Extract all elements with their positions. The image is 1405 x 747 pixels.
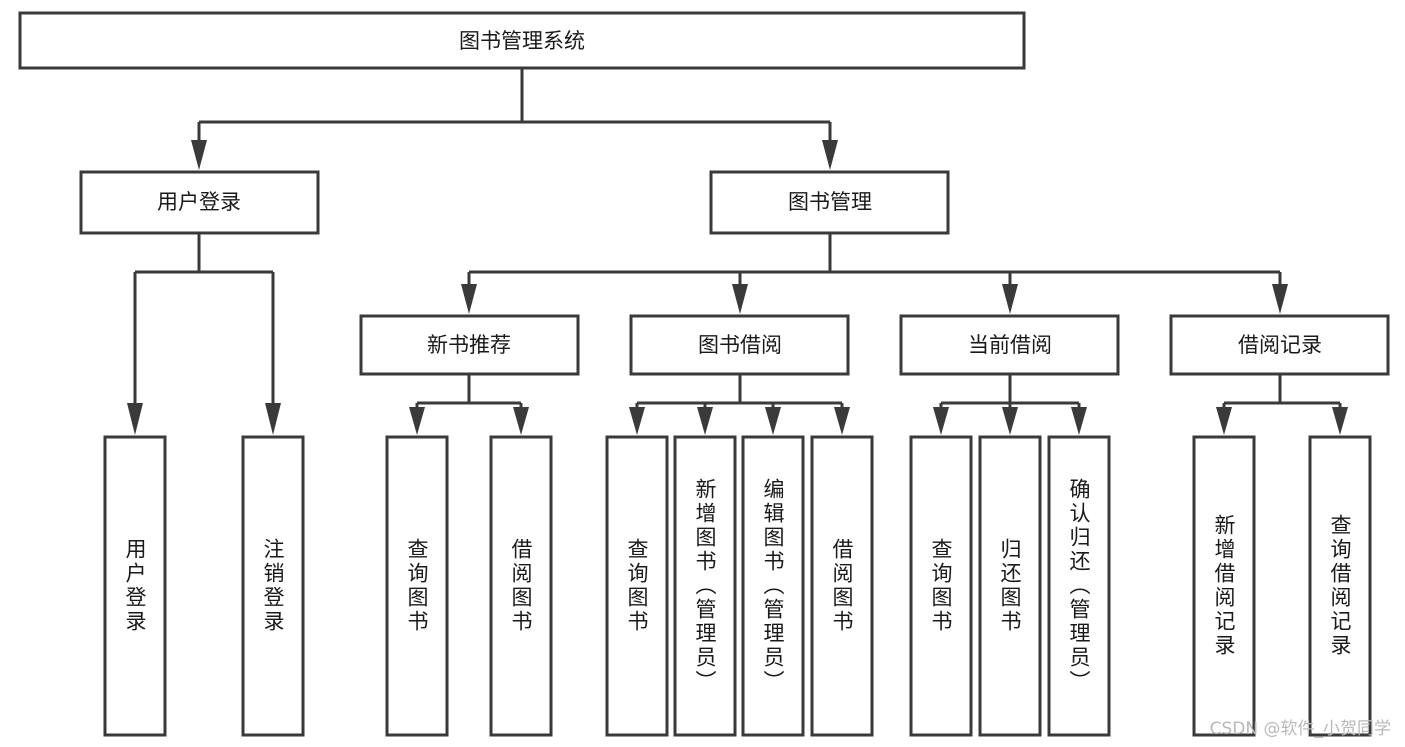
arrowhead-rcd-leaf-2 (1332, 407, 1348, 435)
node-book-borrow[interactable]: 图书借阅 (629, 314, 850, 376)
arrowhead-brw-leaf-2 (697, 407, 713, 435)
arrowhead-rcd-leaf-1 (1216, 407, 1232, 435)
leaf-box-recommend-1[interactable] (385, 435, 449, 737)
node-root-system[interactable]: 图书管理系统 (18, 11, 1026, 70)
arrowhead-cur-leaf-3 (1071, 407, 1087, 435)
node-book-management-box[interactable] (709, 170, 950, 235)
node-book-borrow-box[interactable] (629, 314, 850, 376)
arrowhead-book-borrow (732, 284, 748, 314)
leaf-label-user-login-1: 用户登录 (123, 538, 147, 634)
node-root-system-box[interactable] (18, 11, 1026, 70)
arrowhead-brw-leaf-3 (765, 407, 781, 435)
leaf-box-record-2[interactable] (1308, 435, 1372, 737)
leaf-box-current-3[interactable] (1047, 435, 1111, 737)
arrowhead-rec-leaf-2 (513, 407, 529, 435)
node-borrow-record[interactable]: 借阅记录 (1169, 314, 1390, 376)
leaf-box-record-1[interactable] (1192, 435, 1256, 737)
node-book-management-label: 图书管理 (788, 190, 872, 214)
leaf-box-borrow-2[interactable] (673, 435, 737, 737)
leaf-label-group: 用户登录 注销登录 查询图书 借阅图书 查询图书 新增图书（管理员） 编辑图书（… (123, 478, 1352, 694)
leaf-box-recommend-2[interactable] (489, 435, 553, 737)
arrowhead-borrow-record (1272, 284, 1288, 314)
arrowhead-brw-leaf-4 (834, 407, 850, 435)
node-user-login-label: 用户登录 (157, 190, 241, 214)
leaf-box-user-login-2[interactable] (241, 435, 305, 737)
leaf-label-borrow-2: 新增图书（管理员） (693, 478, 717, 694)
arrowhead-brw-leaf-1 (629, 407, 645, 435)
leaf-label-borrow-3: 编辑图书（管理员） (761, 478, 785, 694)
node-book-management[interactable]: 图书管理 (709, 170, 950, 235)
leaf-label-recommend-1: 查询图书 (405, 538, 429, 634)
node-current-borrow[interactable]: 当前借阅 (899, 314, 1120, 376)
leaf-label-current-1: 查询图书 (929, 538, 953, 634)
arrowhead-cur-leaf-2 (1002, 407, 1018, 435)
arrowhead-current-borrow (1002, 284, 1018, 314)
leaf-label-recommend-2: 借阅图书 (509, 538, 533, 634)
arrowhead-new-book (461, 284, 477, 314)
node-user-login-box[interactable] (79, 170, 320, 235)
leaf-label-current-2: 归还图书 (998, 538, 1022, 634)
leaf-box-current-2[interactable] (978, 435, 1042, 737)
leaf-box-borrow-4[interactable] (810, 435, 874, 737)
arrowhead-user-login (191, 140, 207, 170)
leaf-label-current-3: 确认归还（管理员） (1067, 478, 1091, 694)
node-new-book-recommend-label: 新书推荐 (427, 333, 511, 357)
leaf-box-group (103, 435, 1372, 737)
leaf-label-borrow-4: 借阅图书 (830, 538, 854, 634)
leaf-label-borrow-1: 查询图书 (625, 538, 649, 634)
node-user-login[interactable]: 用户登录 (79, 170, 320, 235)
leaf-label-user-login-2: 注销登录 (261, 538, 285, 634)
leaf-box-current-1[interactable] (909, 435, 973, 737)
arrowhead-rec-leaf-1 (409, 407, 425, 435)
leaf-box-borrow-1[interactable] (605, 435, 669, 737)
node-current-borrow-label: 当前借阅 (968, 333, 1052, 357)
leaf-label-record-1: 新增借阅记录 (1212, 514, 1236, 658)
arrowhead-user-leaf-2 (265, 403, 281, 435)
leaf-label-record-2: 查询借阅记录 (1328, 514, 1352, 658)
node-new-book-recommend-box[interactable] (359, 314, 580, 376)
node-current-borrow-box[interactable] (899, 314, 1120, 376)
arrowhead-book-manage (822, 140, 838, 170)
node-new-book-recommend[interactable]: 新书推荐 (359, 314, 580, 376)
node-borrow-record-label: 借阅记录 (1238, 333, 1322, 357)
connector-group (127, 68, 1348, 435)
leaf-box-user-login-1[interactable] (103, 435, 167, 737)
leaf-box-borrow-3[interactable] (741, 435, 805, 737)
node-book-borrow-label: 图书借阅 (698, 333, 782, 357)
node-root-system-label: 图书管理系统 (459, 29, 585, 53)
arrowhead-cur-leaf-1 (933, 407, 949, 435)
node-borrow-record-box[interactable] (1169, 314, 1390, 376)
arrowhead-user-leaf-1 (127, 403, 143, 435)
